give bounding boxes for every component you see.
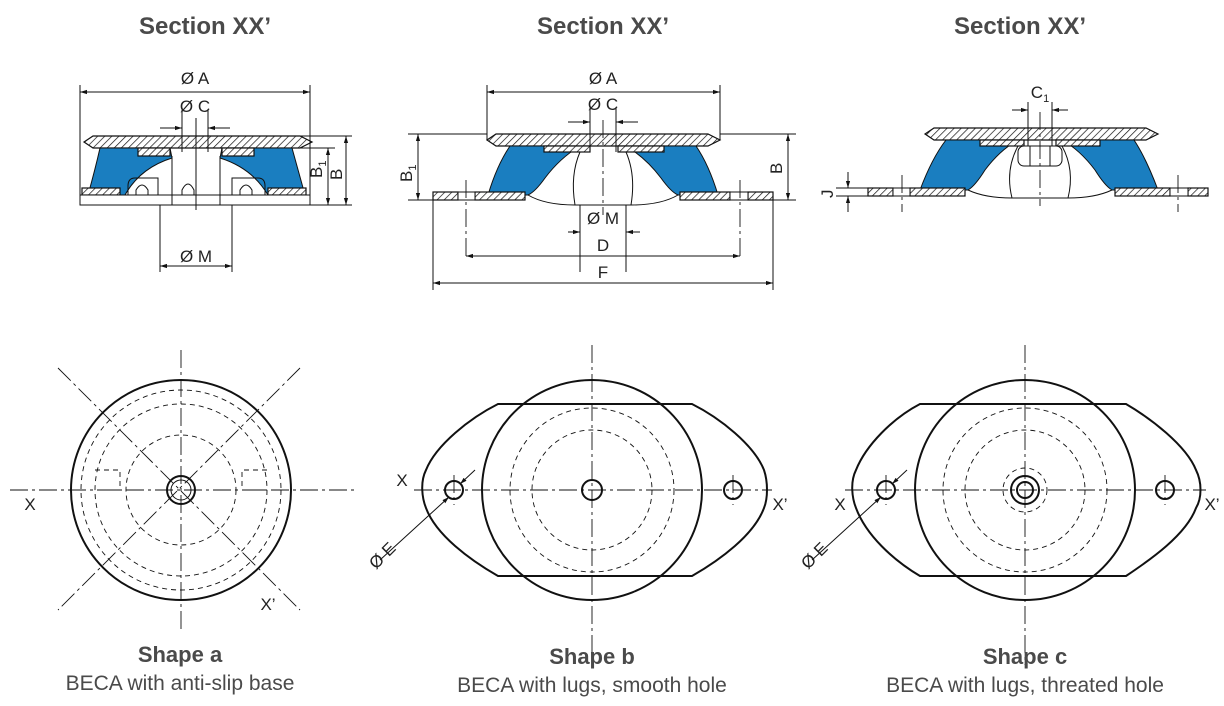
- axis-x-label-c: X: [834, 495, 845, 514]
- axis-x-label-b: X: [396, 471, 407, 490]
- dim-m-label-b: Ø M: [587, 209, 619, 228]
- section-title-b: Section XX’: [537, 13, 669, 40]
- section-c-drawing: C1 J: [818, 83, 1209, 212]
- axis-x2-label-a: X’: [260, 595, 275, 614]
- shape-title-a: Shape a: [138, 642, 223, 667]
- rubber-left-c: [919, 139, 1020, 191]
- dim-j-label-c: J: [818, 190, 837, 199]
- shape-title-c: Shape c: [983, 644, 1067, 669]
- lug-outline-b: [421, 403, 768, 577]
- dim-c-label-b: Ø C: [588, 95, 618, 114]
- dim-m-label-a: Ø M: [180, 247, 212, 266]
- dim-f-label-b: F: [598, 263, 608, 282]
- dim-b1-label-b: B1: [397, 165, 419, 182]
- shape-desc-b: BECA with lugs, smooth hole: [457, 674, 727, 697]
- section-title-a: Section XX’: [139, 13, 271, 40]
- dim-b-label-b: B: [767, 163, 786, 174]
- dim-a-label-a: Ø A: [181, 69, 210, 88]
- section-a-drawing: Ø A Ø C Ø M B1 B: [79, 69, 352, 272]
- dim-d-label-b: D: [597, 236, 609, 255]
- top-plate-c: [923, 127, 1160, 141]
- dim-e-label-c: Ø E: [797, 539, 831, 573]
- dim-a-label-b: Ø A: [589, 69, 618, 88]
- shape-a-plan: X X’: [10, 350, 355, 630]
- axis-x2-label-b: X’: [772, 495, 787, 514]
- shape-desc-a: BECA with anti-slip base: [66, 672, 295, 695]
- top-plate-a: [82, 135, 314, 149]
- dim-c-label-a: Ø C: [180, 97, 210, 116]
- shape-b-plan: Ø E X X’: [365, 345, 788, 665]
- shape-desc-c: BECA with lugs, threated hole: [886, 674, 1164, 697]
- section-title-c: Section XX’: [954, 13, 1086, 40]
- lug-outline-c: [851, 403, 1202, 577]
- rubber-right-b: [624, 145, 719, 196]
- dim-c1-label-c: C1: [1031, 83, 1049, 105]
- dim-e-label-b: Ø E: [365, 539, 399, 573]
- rubber-right-c: [1060, 139, 1159, 191]
- top-plate-b: [485, 133, 722, 147]
- dim-b-label-a: B: [327, 169, 346, 180]
- section-b-drawing: Ø A Ø C Ø M D F B1 B: [397, 69, 796, 290]
- dim-b1-label-a: B1: [307, 161, 329, 178]
- axis-x-label-a: X: [24, 495, 35, 514]
- shape-c-plan: Ø E X X’: [797, 345, 1220, 665]
- axis-x2-label-c: X’: [1204, 495, 1219, 514]
- rubber-left-b: [487, 145, 582, 196]
- shape-title-b: Shape b: [549, 644, 635, 669]
